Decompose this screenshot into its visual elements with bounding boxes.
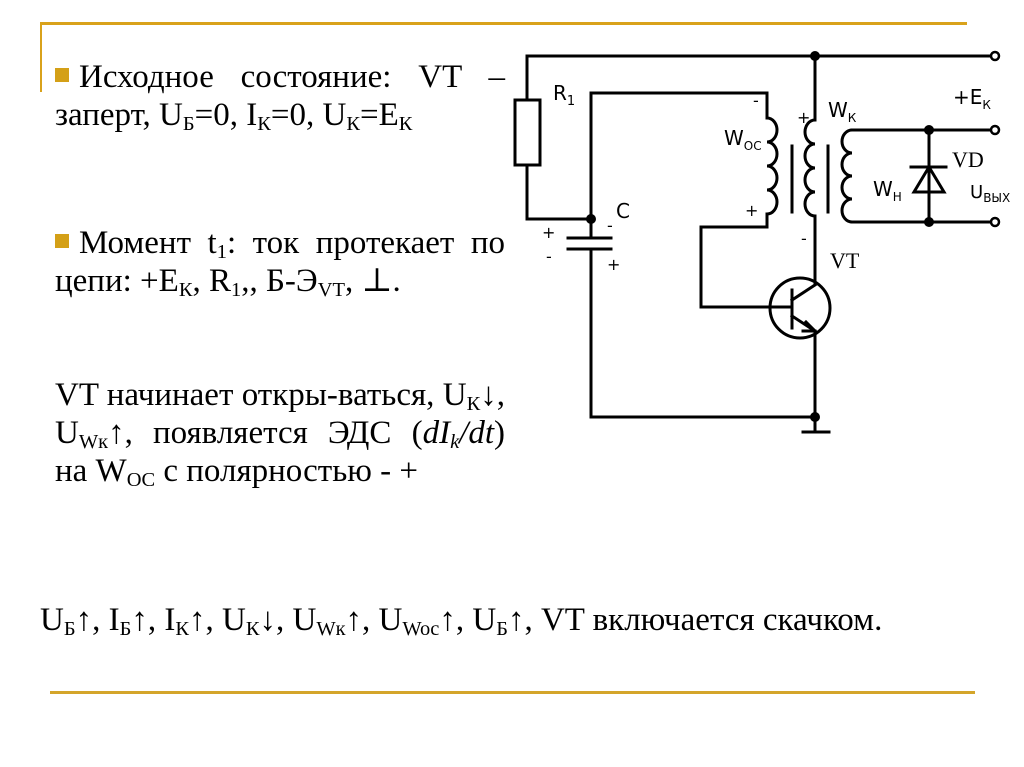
svg-text:UВЫХ: UВЫХ: [970, 182, 1010, 205]
label-uout: U: [970, 182, 983, 203]
wire-cap-bottom: [589, 247, 817, 419]
polarity-woc-bottom: +: [745, 201, 758, 220]
polarity-cap-left-bottom: -: [546, 247, 552, 266]
svg-text:WОС: WОС: [724, 126, 762, 153]
resistor-r1: [513, 98, 542, 167]
bullet-marker: [55, 234, 69, 248]
transistor-collector-lead: [789, 282, 818, 303]
junction-dot: [924, 217, 934, 227]
svg-text:R1: R1: [553, 81, 575, 109]
bullet-marker: [55, 68, 69, 82]
svg-text:WК: WК: [828, 98, 857, 125]
polarity-wk-top: +: [797, 108, 810, 127]
wire-woc-bottom: [699, 212, 794, 309]
polarity-cap-right-top: -: [607, 216, 613, 235]
label-wn: W: [873, 177, 893, 201]
svg-text:+EК: +EК: [953, 85, 991, 112]
wire-feedback-top: [589, 91, 769, 221]
slide-bottom-rule: [50, 691, 975, 694]
junction-dot: [810, 412, 820, 422]
terminal-out-top: [989, 124, 1001, 136]
label-vt: VT: [830, 248, 860, 273]
terminal-out-bottom: [989, 216, 1001, 228]
label-wk: W: [828, 98, 848, 122]
coil-wk: [803, 118, 817, 218]
label-ek: +E: [953, 85, 982, 109]
slide-top-rule: [40, 22, 967, 25]
coil-woc: [765, 116, 779, 216]
wire-r1-bottom: [525, 163, 593, 221]
polarity-wk-bottom: -: [801, 229, 807, 248]
summary-text: UБ↑, IБ↑, IК↑, UК↓, UWк↑, UWoc↑, UБ↑, VT…: [40, 602, 883, 640]
junction-dot: [810, 51, 820, 61]
bullet-initial-state: Исходное состояние: VT – заперт, UБ=0, I…: [55, 59, 505, 135]
slide-left-rule: [40, 22, 42, 92]
transistor-vt-body: [768, 276, 832, 340]
polarity-woc-top: -: [753, 91, 759, 110]
label-r1: R: [553, 81, 567, 105]
diode-triangle: [911, 164, 947, 194]
label-woc: W: [724, 126, 744, 150]
terminal-ek: [989, 50, 1001, 62]
continuation-text: VT начинает откры-ваться, UК↓, UWк↑, поя…: [55, 377, 505, 491]
label-vd: VD: [952, 147, 984, 172]
bullet-moment-t1: Момент t1: ток протекает по цепи: +EК, R…: [55, 225, 506, 301]
polarity-cap-right-bottom: +: [607, 255, 620, 274]
label-c: C: [616, 199, 630, 223]
svg-text:WН: WН: [873, 177, 902, 204]
junction-dot: [586, 214, 596, 224]
junction-dot: [924, 125, 934, 135]
coil-wn: [840, 128, 854, 224]
polarity-cap-left-top: +: [542, 223, 555, 242]
